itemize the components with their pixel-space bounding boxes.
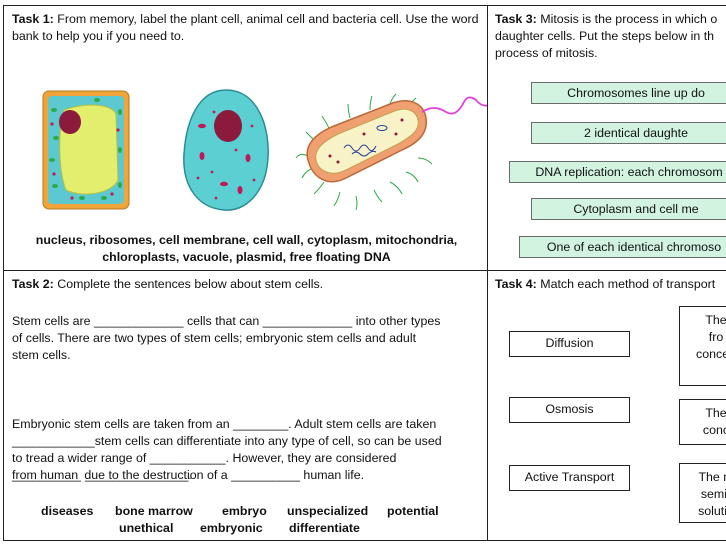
mitosis-step-card[interactable]: Chromosomes line up do bbox=[531, 82, 726, 104]
mitosis-step-card[interactable]: Cytoplasm and cell me bbox=[531, 198, 726, 220]
task1-panel: Task 1: From memory, label the plant cel… bbox=[3, 5, 488, 271]
mitosis-step-card[interactable]: 2 identical daughte bbox=[531, 122, 726, 144]
word-bank-item: unethical bbox=[119, 521, 174, 535]
transport-method-active-transport[interactable]: Active Transport bbox=[509, 465, 630, 491]
task1-instructions: Task 1: From memory, label the plant cel… bbox=[12, 12, 479, 43]
transport-description-card[interactable]: The fro concen bbox=[679, 306, 726, 386]
mitosis-step-card[interactable]: One of each identical chromoso bbox=[519, 236, 726, 258]
word-bank-item: unspecialized bbox=[287, 504, 369, 518]
word-bank-item: potential bbox=[387, 504, 439, 518]
mitosis-step-card[interactable]: DNA replication: each chromosom bbox=[509, 161, 726, 183]
task2-paragraph-3: ____________stem cells can differentiate… bbox=[12, 434, 442, 482]
transport-method-diffusion[interactable]: Diffusion bbox=[509, 331, 630, 357]
word-bank-item: differentiate bbox=[289, 521, 360, 535]
animal-cell-image bbox=[183, 89, 269, 211]
word-bank-item: bone marrow bbox=[115, 504, 193, 518]
word-bank-item: diseases bbox=[41, 504, 94, 518]
plant-cell-image bbox=[42, 90, 130, 210]
word-bank-item: embryonic bbox=[200, 521, 263, 535]
bacteria-cell-image bbox=[295, 93, 487, 211]
task4-instructions: Task 4: Match each method of transport bbox=[495, 277, 716, 291]
transport-method-osmosis[interactable]: Osmosis bbox=[509, 397, 630, 423]
word-bank-item: embryo bbox=[222, 504, 267, 518]
task3-panel: Task 3: Mitosis is the process in which … bbox=[487, 5, 726, 271]
task1-word-bank: nucleus, ribosomes, cell membrane, cell … bbox=[35, 233, 458, 264]
transport-description-card[interactable]: The m semi- solutio bbox=[679, 463, 726, 523]
task4-panel: Task 4: Match each method of transport D… bbox=[487, 270, 726, 541]
task2-instructions: Task 2: Complete the sentences below abo… bbox=[12, 277, 324, 291]
transport-description-card[interactable]: The conc bbox=[679, 399, 726, 445]
task2-paragraph-1: Stem cells are _____________ cells that … bbox=[12, 314, 441, 362]
task3-instructions: Task 3: Mitosis is the process in which … bbox=[495, 12, 718, 60]
task2-paragraph-2: Embryonic stem cells are taken from an _… bbox=[12, 417, 437, 482]
task2-panel: Task 2: Complete the sentences below abo… bbox=[3, 270, 488, 541]
